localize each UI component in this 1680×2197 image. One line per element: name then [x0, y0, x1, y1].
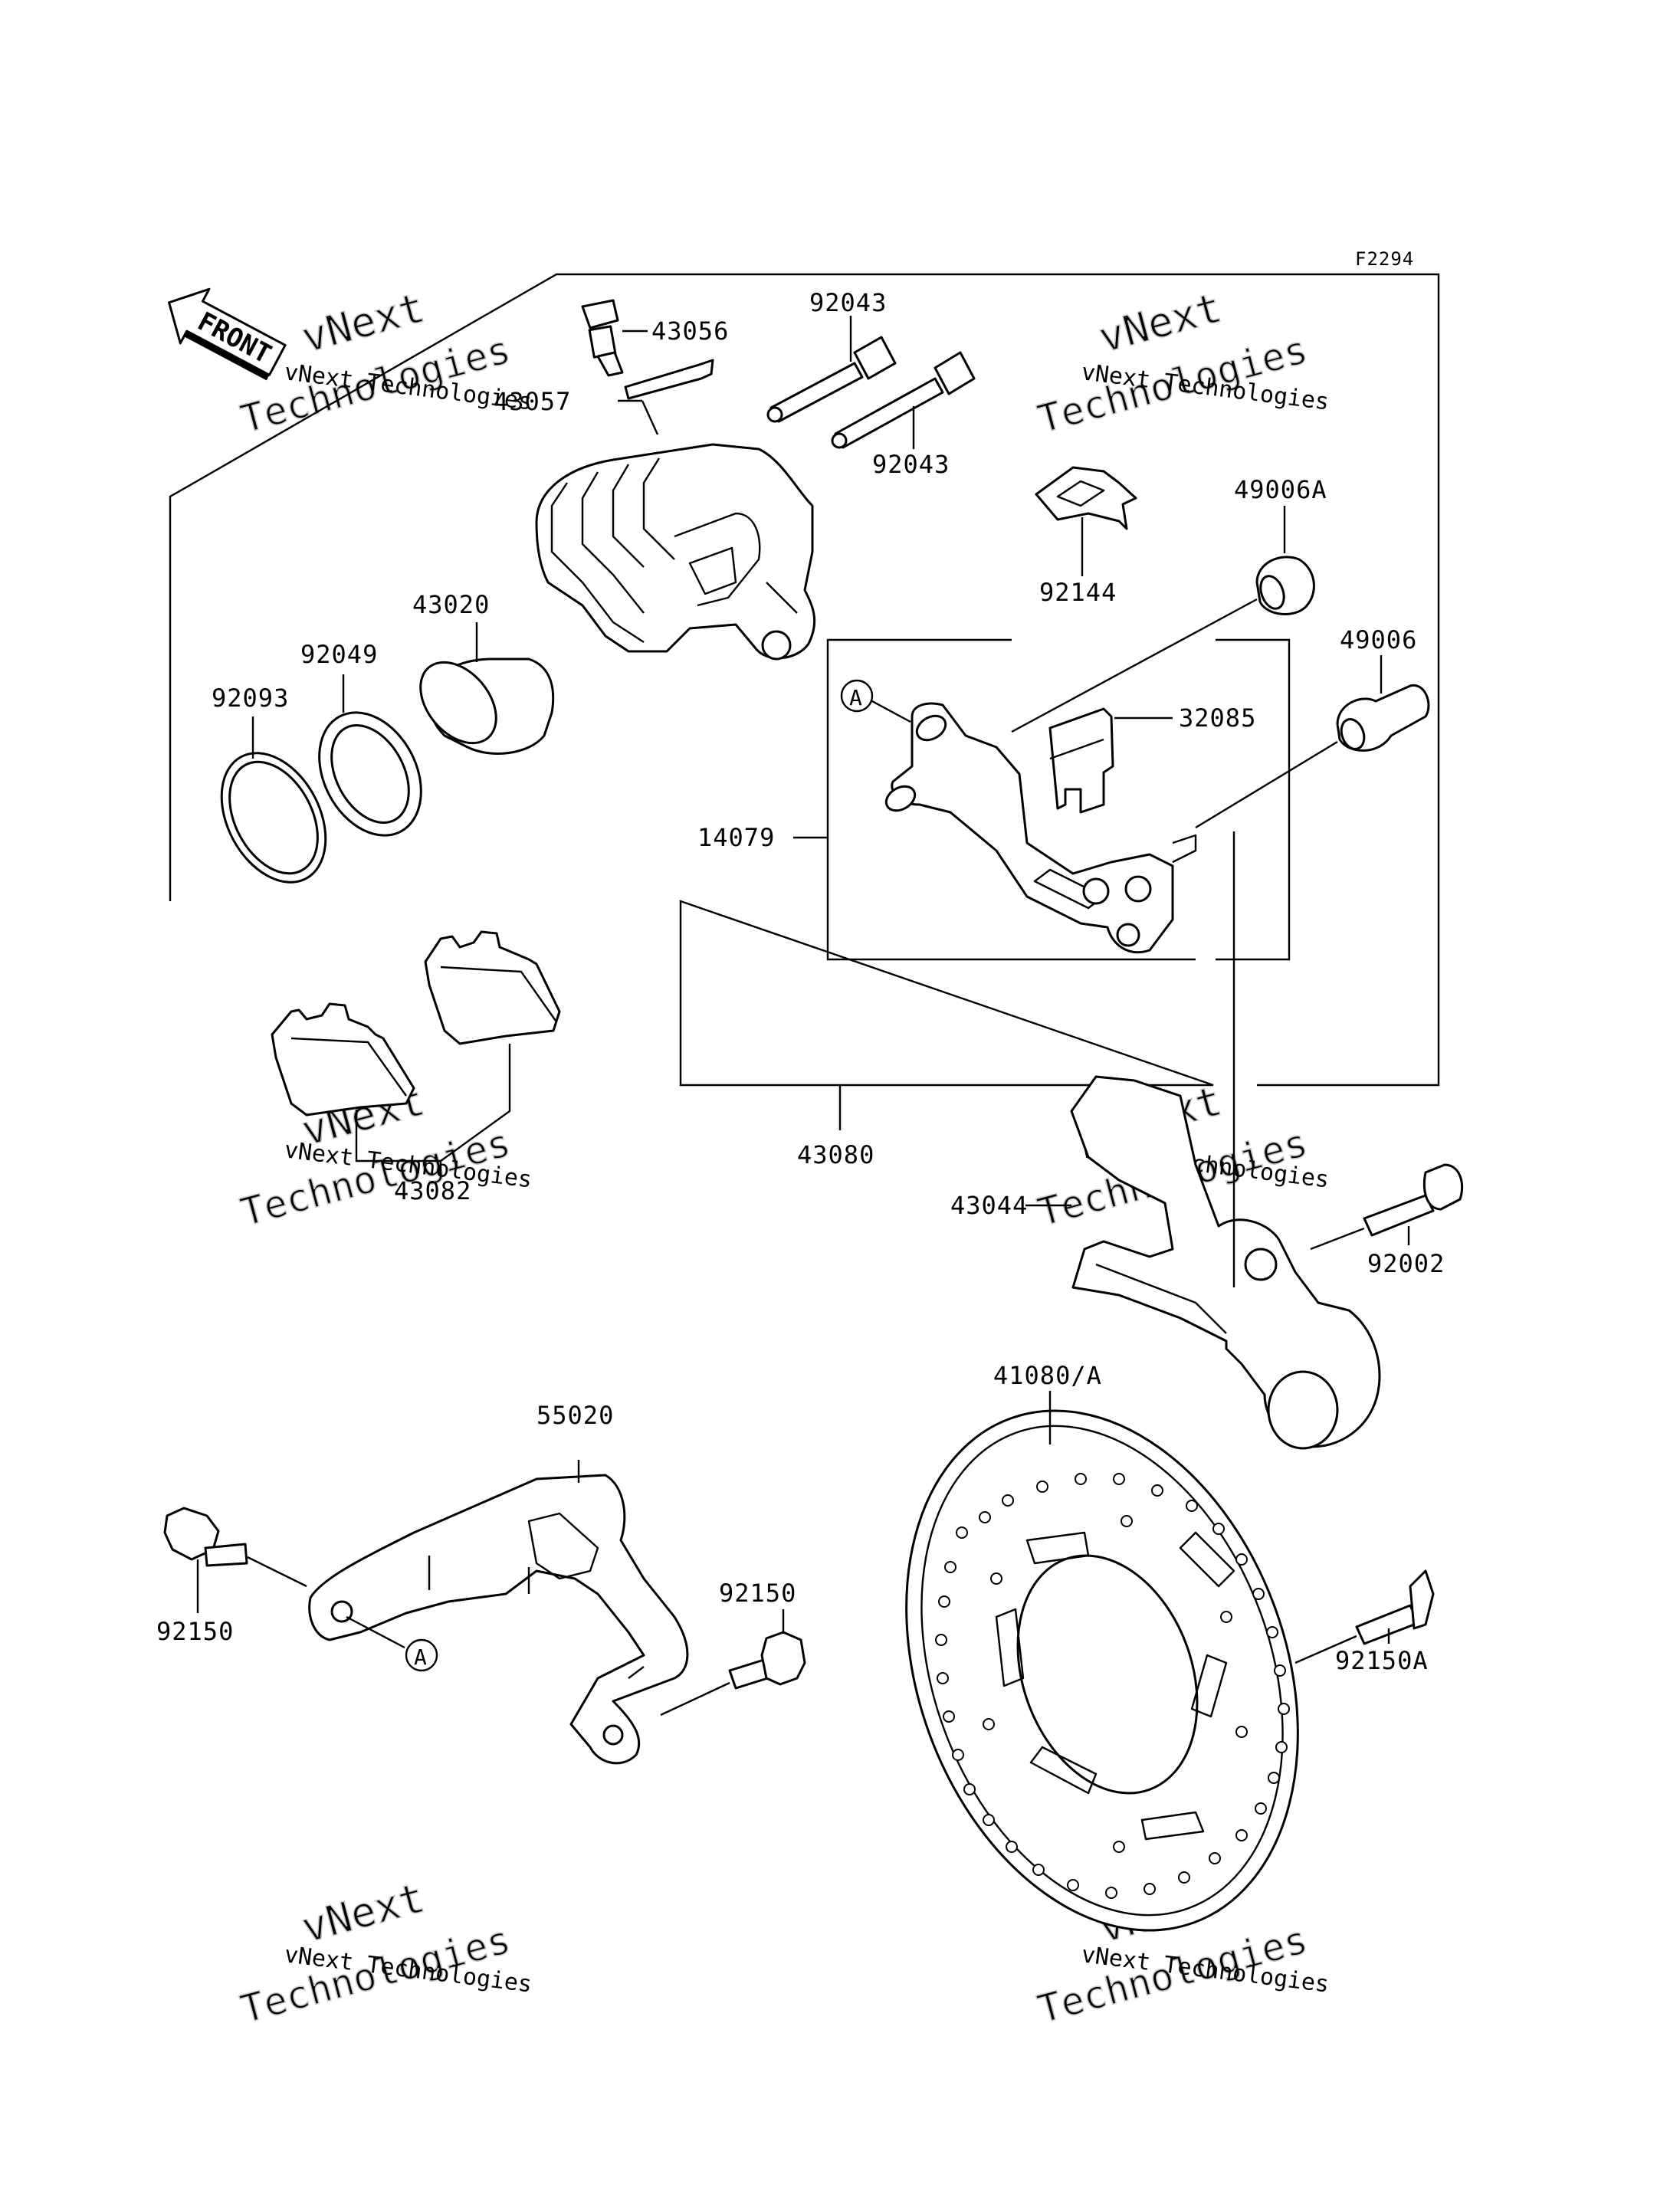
- bleeder-cap-43057: [624, 359, 714, 400]
- label-43057: 43057: [494, 387, 571, 416]
- watermark-top-left: vNext Technologies vNext Technologies: [235, 283, 533, 443]
- piston-seal-92049: [318, 711, 422, 837]
- caliper-pin-92043-a: [766, 336, 897, 423]
- label-43020: 43020: [412, 590, 490, 619]
- brake-pad-43082-b: [424, 930, 561, 1045]
- label-49006A: 49006A: [1234, 475, 1327, 504]
- svg-text:vNext: vNext: [1094, 284, 1226, 362]
- label-92150-mid: 92150: [719, 1579, 796, 1608]
- leader-callout-a-upper: [871, 700, 911, 723]
- piston-43020: [419, 657, 555, 755]
- label-92150-left: 92150: [156, 1617, 234, 1646]
- assembly-outline-43080: [169, 273, 1440, 1087]
- leader-92150A-axis: [1294, 1635, 1357, 1664]
- leader-92002-axis: [1310, 1227, 1365, 1251]
- label-43056: 43056: [651, 316, 729, 346]
- callout-a-upper: [840, 679, 874, 713]
- label-43082: 43082: [394, 1176, 471, 1205]
- label-43044: 43044: [950, 1191, 1028, 1220]
- svg-text:vNext: vNext: [297, 284, 429, 362]
- caliper-body: [535, 443, 816, 661]
- label-14079: 14079: [697, 823, 775, 852]
- pad-spring-92144: [1035, 466, 1137, 530]
- bolt-92150-mid: [728, 1631, 806, 1690]
- watermark-top-right: vNext Technologies vNext Technologies: [1032, 283, 1331, 443]
- bleeder-screw-43056: [581, 299, 624, 377]
- label-41080A: 41080/A: [993, 1361, 1102, 1390]
- bolt-92150A: [1355, 1569, 1435, 1645]
- callout-a-lower: [405, 1638, 438, 1672]
- caliper-pin-92043-b: [831, 351, 976, 449]
- figure-code: F2294: [1355, 248, 1414, 270]
- label-92144: 92144: [1039, 578, 1117, 607]
- pin-boot-49006A: [1255, 556, 1315, 616]
- caliper-holder-43044: [1070, 1075, 1381, 1450]
- brake-pad-43082-a: [271, 1002, 415, 1117]
- label-43080: 43080: [797, 1140, 874, 1169]
- front-arrow-icon: FRONT: [168, 287, 287, 381]
- bolt-92002: [1363, 1163, 1464, 1237]
- label-92043-top: 92043: [809, 288, 887, 317]
- leader-43057-b: [641, 400, 659, 435]
- brake-disc-41080A: [905, 1409, 1299, 1932]
- callout-a-upper-label: A: [849, 685, 863, 710]
- pad-retainer-32085: [1048, 707, 1114, 814]
- label-32085: 32085: [1179, 703, 1256, 733]
- disc-guard-55020: [308, 1474, 689, 1765]
- label-92002: 92002: [1367, 1249, 1445, 1278]
- label-92043-bottom: 92043: [872, 450, 950, 479]
- caliper-bracket-14079: [884, 702, 1197, 954]
- leader-49006A-axis: [1011, 598, 1258, 733]
- dust-seal-92093: [220, 752, 327, 884]
- bolt-92150-left: [163, 1507, 248, 1567]
- label-92150A: 92150A: [1335, 1646, 1429, 1675]
- svg-text:vNext: vNext: [297, 1874, 429, 1953]
- callout-a-lower-label: A: [414, 1644, 428, 1670]
- label-92049: 92049: [300, 640, 378, 669]
- leader-49006-axis: [1195, 740, 1338, 829]
- label-55020: 55020: [536, 1401, 614, 1430]
- watermark-bottom-left: vNext Technologies vNext Technologies: [235, 1873, 533, 2033]
- label-49006: 49006: [1340, 625, 1417, 654]
- subassembly-box-14079: [826, 638, 1291, 961]
- label-92093: 92093: [212, 684, 289, 713]
- pin-boot-49006: [1336, 684, 1430, 752]
- leader-callout-a-lower: [346, 1615, 405, 1649]
- leader-92150-mid-axis: [660, 1681, 730, 1717]
- leader-92150-left-axis: [247, 1556, 307, 1588]
